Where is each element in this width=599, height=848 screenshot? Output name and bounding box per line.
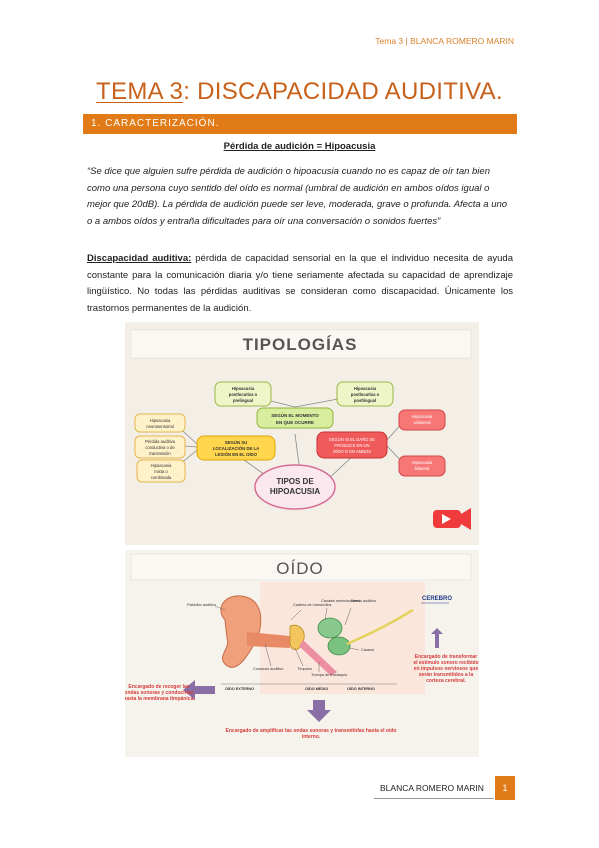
ears-line-2: PRODUCE EN UN [334, 443, 369, 448]
label-trompa: Trompa de Eustaquio [311, 673, 347, 677]
title-name: : DISCAPACIDAD AUDITIVA. [183, 78, 503, 105]
tipologias-heading: TIPOLOGÍAS [243, 335, 358, 354]
mixed-line-3: combinada [151, 475, 172, 480]
neuro-line-2: neurosensorial [146, 424, 174, 429]
unilateral-line-1: Hipoacusia [412, 414, 433, 419]
title-topic: TEMA 3 [96, 78, 184, 105]
mixed-line-1: Hipoacusia [151, 463, 172, 468]
conductive-line-1: Pérdida auditiva [145, 439, 176, 444]
label-canales: Canales semicirculares [321, 599, 360, 603]
video-camera-icon [433, 508, 471, 530]
definition-term: Discapacidad auditiva: [87, 253, 192, 264]
label-cerebro: CEREBRO [422, 596, 452, 602]
definition-text: pérdida de capacidad sensorial en la que… [87, 253, 513, 314]
footer-divider [374, 798, 494, 799]
arrow-left-icon [183, 680, 215, 700]
definition-paragraph: Discapacidad auditiva: pérdida de capaci… [87, 251, 513, 317]
prelocutive-line-3: prelingual [233, 398, 253, 403]
ears-line-3: OÍDO O EN AMBOS [333, 449, 371, 454]
neuro-line-1: Hipoacusia [150, 418, 171, 423]
label-conducto: Conducto auditivo [253, 667, 283, 671]
center-line-2: HIPOACUSIA [270, 487, 320, 496]
conductive-line-3: transmisión [149, 451, 171, 456]
bilateral-line-2: bilateral [415, 466, 430, 471]
oido-image: OÍDO Pabellón auditivo Cadena de hueseci… [123, 550, 479, 757]
mixed-line-2: mixta o [154, 469, 168, 474]
location-line-1: SEGÚN SU [225, 440, 247, 445]
label-nervio: Nervio auditivo [351, 599, 376, 603]
unilateral-line-2: unilateral [414, 420, 431, 425]
moment-line-2: EN QUE OCURRE [276, 420, 314, 425]
running-header: Tema 3 | BLANCA ROMERO MARIN [375, 36, 514, 46]
location-line-3: LESIÓN EN EL OÍDO [215, 452, 258, 457]
location-line-2: LOCALIZACIÓN DE LA [213, 446, 260, 451]
quote-paragraph: “Se dice que alguien sufre pérdida de au… [87, 166, 508, 227]
postlocutive-line-1: Hipoacusia [354, 386, 377, 391]
label-timpano: Tímpano [297, 667, 312, 671]
tipologias-image: TIPOLOGÍAS TIPOS DE HIPOACUSIA SEGÚN EL … [125, 322, 479, 545]
note-middle-ear: Encargado de amplificar las ondas sonora… [225, 728, 397, 740]
arrow-up-icon [431, 628, 443, 648]
oido-heading: OÍDO [276, 559, 323, 578]
page-title: TEMA 3: DISCAPACIDAD AUDITIVA. [0, 78, 599, 106]
prelocutive-line-1: Hipoacusia [232, 386, 255, 391]
label-oido-medio: OÍDO MEDIO [305, 686, 328, 691]
arrow-down-icon [307, 700, 331, 722]
moment-line-1: SEGÚN EL MOMENTO [271, 412, 319, 418]
label-caracol: Caracol [361, 648, 374, 652]
page-number: 1 [495, 776, 515, 800]
prelocutive-line-2: postlocutiva o [229, 392, 258, 397]
ears-line-1: SEGÚN SI EL DAÑO SE [329, 437, 375, 442]
label-pabellon: Pabellón auditivo [187, 603, 216, 607]
postlocutive-line-2: postlocutiva o [351, 392, 380, 397]
subtitle: Pérdida de audición = Hipoacusia [223, 141, 376, 152]
section-heading-bar: 1. CARACTERIZACIÓN. [83, 114, 517, 134]
label-cadena: Cadena de huesecillos [293, 603, 332, 607]
conductive-line-2: conductiva o de [145, 445, 175, 450]
note-outer-ear: Encargado de recoger las ondas sonoras y… [123, 684, 195, 702]
label-oido-interno: OÍDO INTERNO [347, 686, 375, 691]
postlocutive-line-3: postlingual [354, 398, 376, 403]
note-inner-ear: Encargado de transformar el estímulo son… [413, 654, 479, 684]
center-line-1: TIPOS DE [276, 477, 314, 486]
bilateral-line-1: Hipoacusia [412, 460, 433, 465]
label-oido-externo: OÍDO EXTERNO [225, 686, 254, 691]
footer-name: BLANCA ROMERO MARIN [380, 783, 484, 793]
